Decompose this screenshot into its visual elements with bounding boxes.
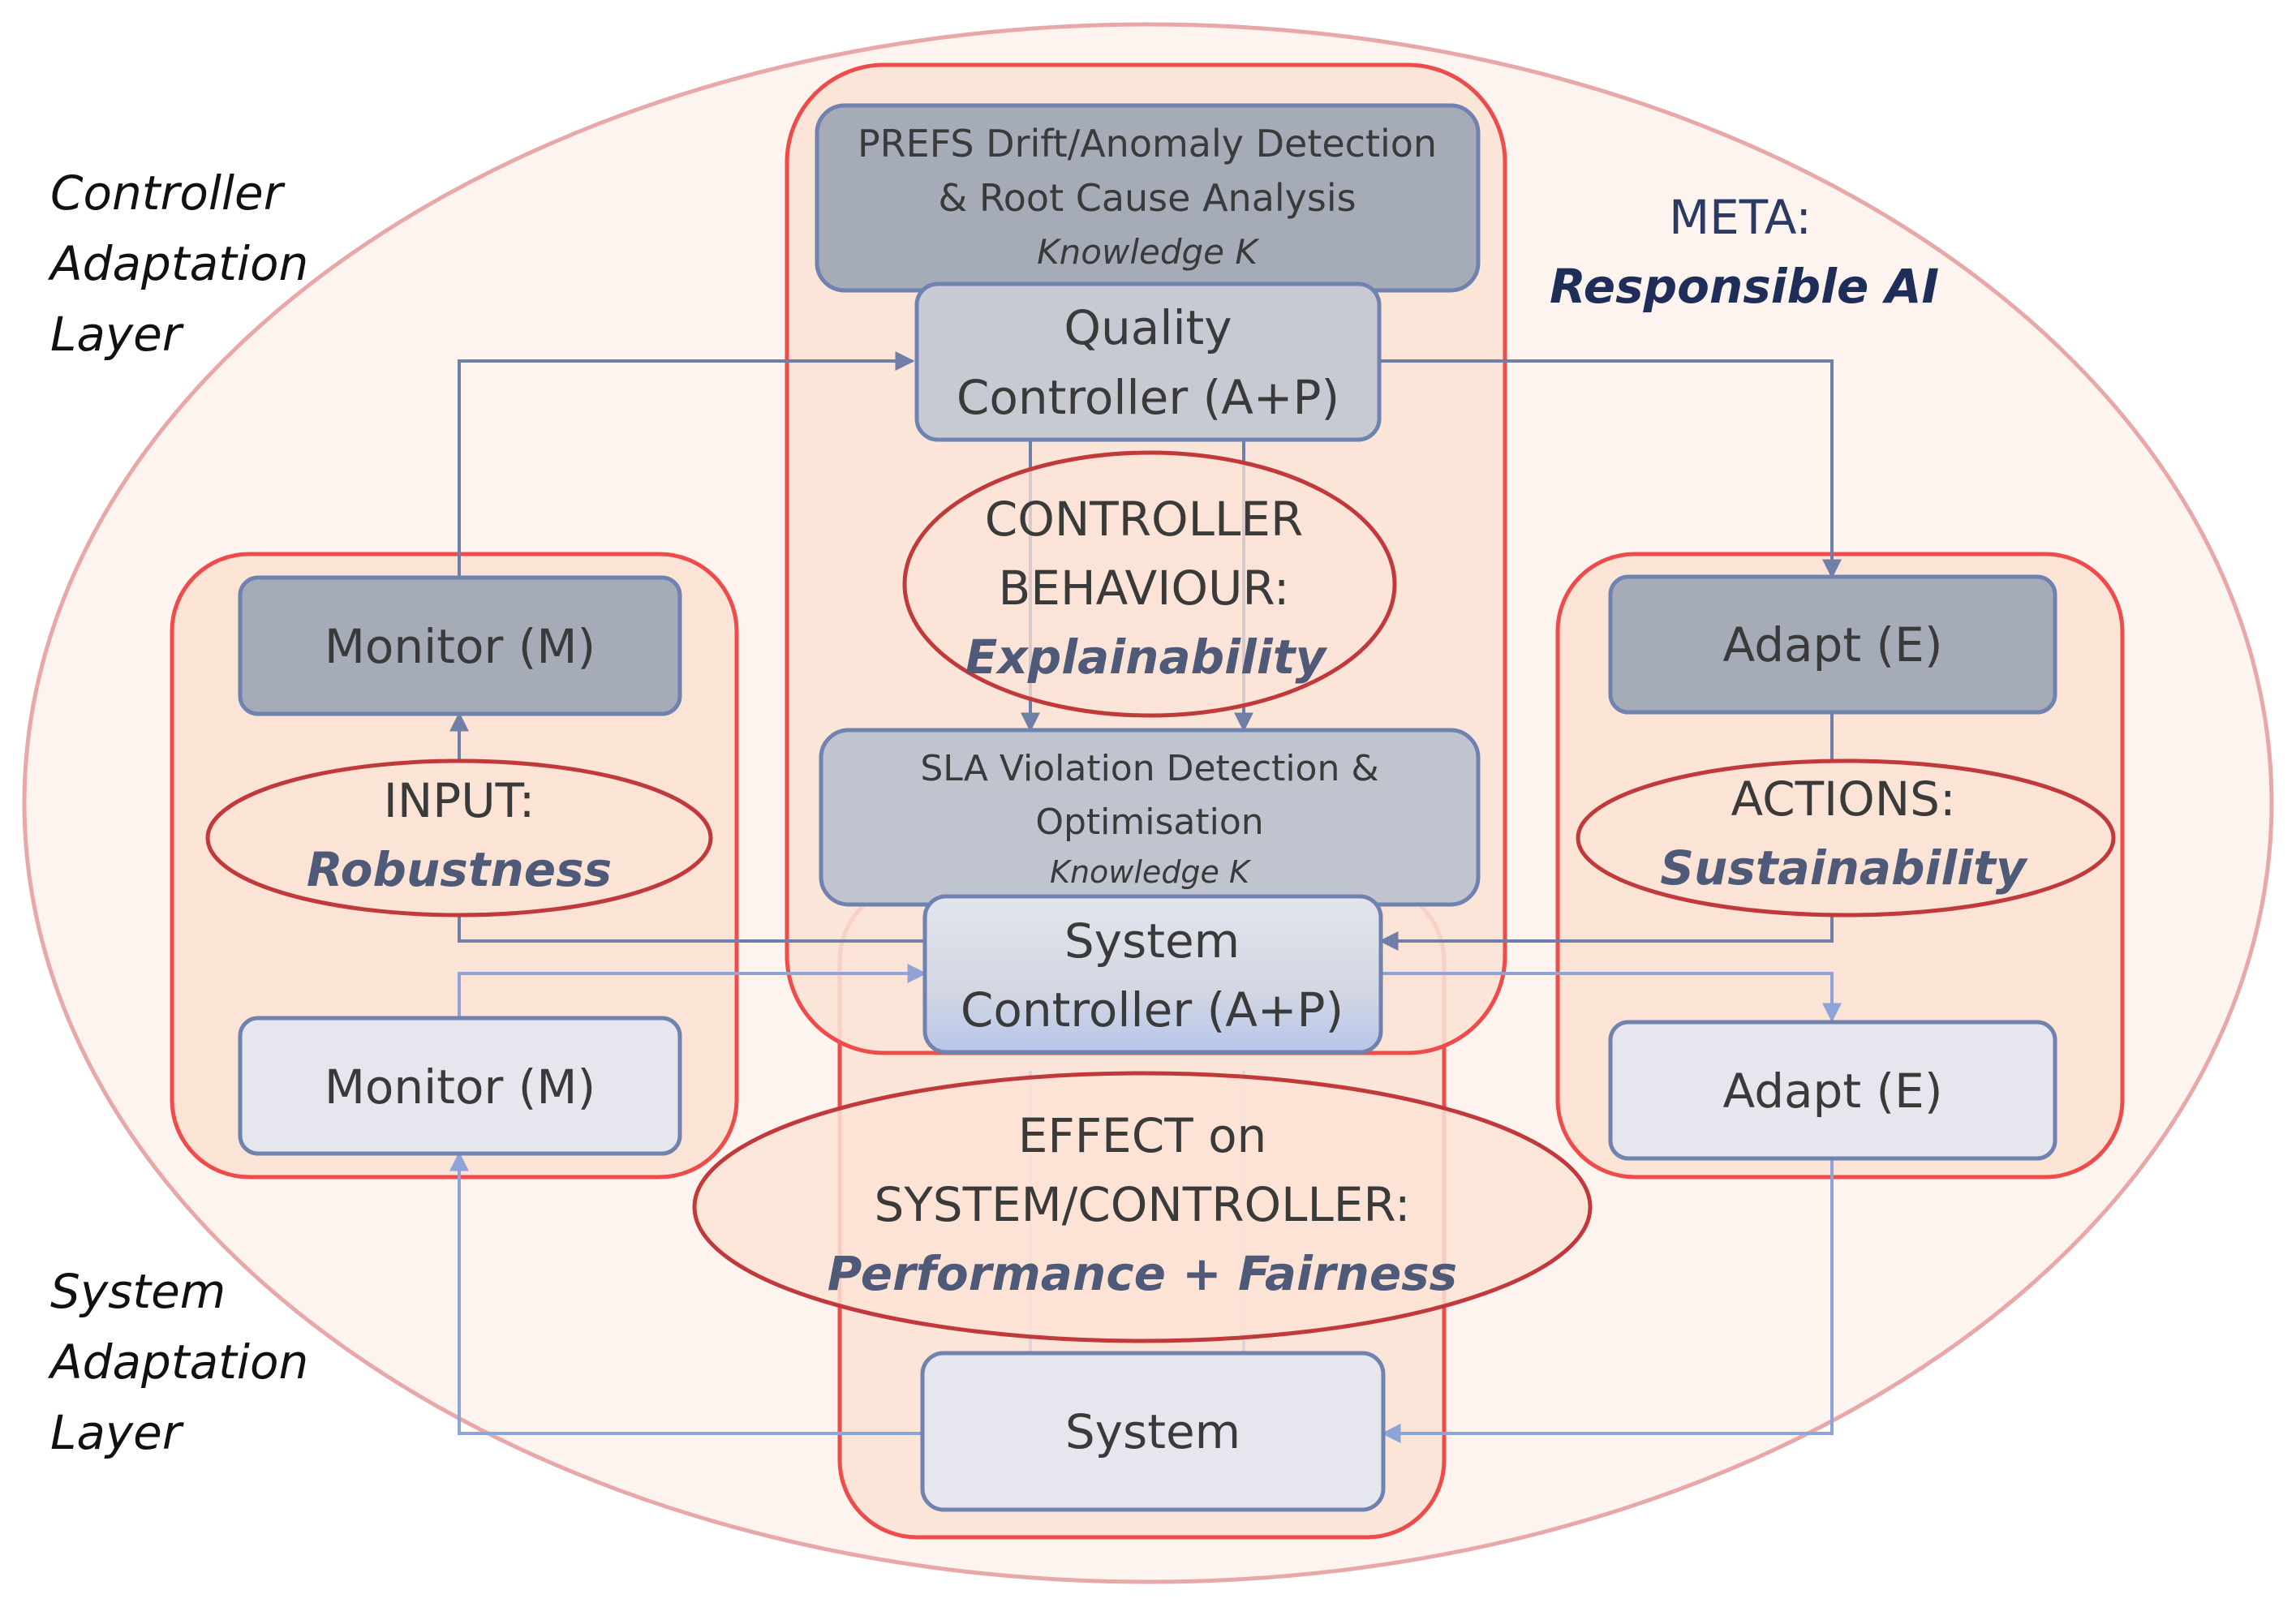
controller-layer-line1: Controller [50,165,286,221]
arrow-system-controller-to-adapt [1381,972,1842,1023]
quality-controller-line2: Controller (A+P) [957,370,1339,425]
effect-line1: EFFECT on [1018,1108,1267,1163]
controller-behaviour-line2: BEHAVIOUR: [999,561,1290,616]
controller-behaviour-concern: CONTROLLER BEHAVIOUR: Explainability [902,450,1397,718]
system-layer-line2: Adaptation [47,1334,308,1390]
controller-layer-line2: Adaptation [47,236,308,291]
arrow-monitor-to-system-controller [458,964,927,1018]
actions-concern: ACTIONS: Sustainability [1576,758,2116,917]
input-concern: INPUT: Robustness [205,758,713,917]
prefs-line1: PREFS Drift/Anomaly Detection [858,122,1437,165]
system-controller-line2: Controller (A+P) [961,982,1344,1038]
adapt-top-label: Adapt (E) [1723,617,1943,672]
prefs-line3: Knowledge K [1037,232,1260,272]
monitor-top-box: Monitor (M) [238,575,682,716]
effect-line2: SYSTEM/CONTROLLER: [875,1177,1411,1232]
controller-behaviour-line1: CONTROLLER [985,492,1304,547]
input-line1: INPUT: [384,773,535,828]
meta-title: META: [1669,190,1812,245]
arrow-system-to-monitor [449,1151,921,1435]
monitor-top-label: Monitor (M) [325,619,595,674]
sla-line3: Knowledge K [1050,854,1252,890]
adapt-bottom-label: Adapt (E) [1723,1064,1943,1119]
quality-controller-line1: Quality [1064,300,1232,355]
arrow-adapt-to-system [1381,1160,1834,1443]
arrow-monitor-to-quality-controller [458,351,915,578]
arrow-quality-controller-to-adapt [1379,359,1842,579]
monitor-bottom-box: Monitor (M) [238,1016,682,1156]
meta-subtitle: Responsible AI [1550,259,1939,314]
sla-line2: Optimisation [1035,801,1263,843]
system-layer-line3: Layer [50,1405,184,1460]
prefs-line2: & Root Cause Analysis [938,176,1356,220]
monitor-bottom-label: Monitor (M) [325,1059,595,1115]
actions-line2: Sustainability [1660,840,2028,896]
system-label: System [1065,1404,1240,1459]
system-controller-box: System Controller (A+P) [922,894,1383,1055]
controller-behaviour-line3: Explainability [965,630,1328,685]
prefs-box: PREFS Drift/Anomaly Detection & Root Cau… [815,103,1481,293]
quality-controller-box: Quality Controller (A+P) [914,281,1382,442]
system-layer-label: System Adaptation Layer [47,1264,308,1460]
actions-line1: ACTIONS: [1731,771,1955,827]
sla-box: SLA Violation Detection & Optimisation K… [819,728,1481,907]
adapt-bottom-box: Adapt (E) [1608,1020,2057,1161]
meta-label: META: Responsible AI [1550,190,1939,314]
input-line2: Robustness [307,842,612,897]
system-controller-line1: System [1064,913,1240,969]
effect-line3: Performance + Fairness [828,1246,1457,1301]
sla-line1: SLA Violation Detection & [920,748,1378,789]
system-box: System [920,1351,1386,1512]
effect-concern: EFFECT on SYSTEM/CONTROLLER: Performance… [692,1071,1593,1343]
system-layer-line1: System [50,1264,226,1319]
controller-layer-label: Controller Adaptation Layer [47,165,308,362]
controller-layer-line3: Layer [50,307,184,362]
adapt-top-box: Adapt (E) [1608,574,2057,715]
